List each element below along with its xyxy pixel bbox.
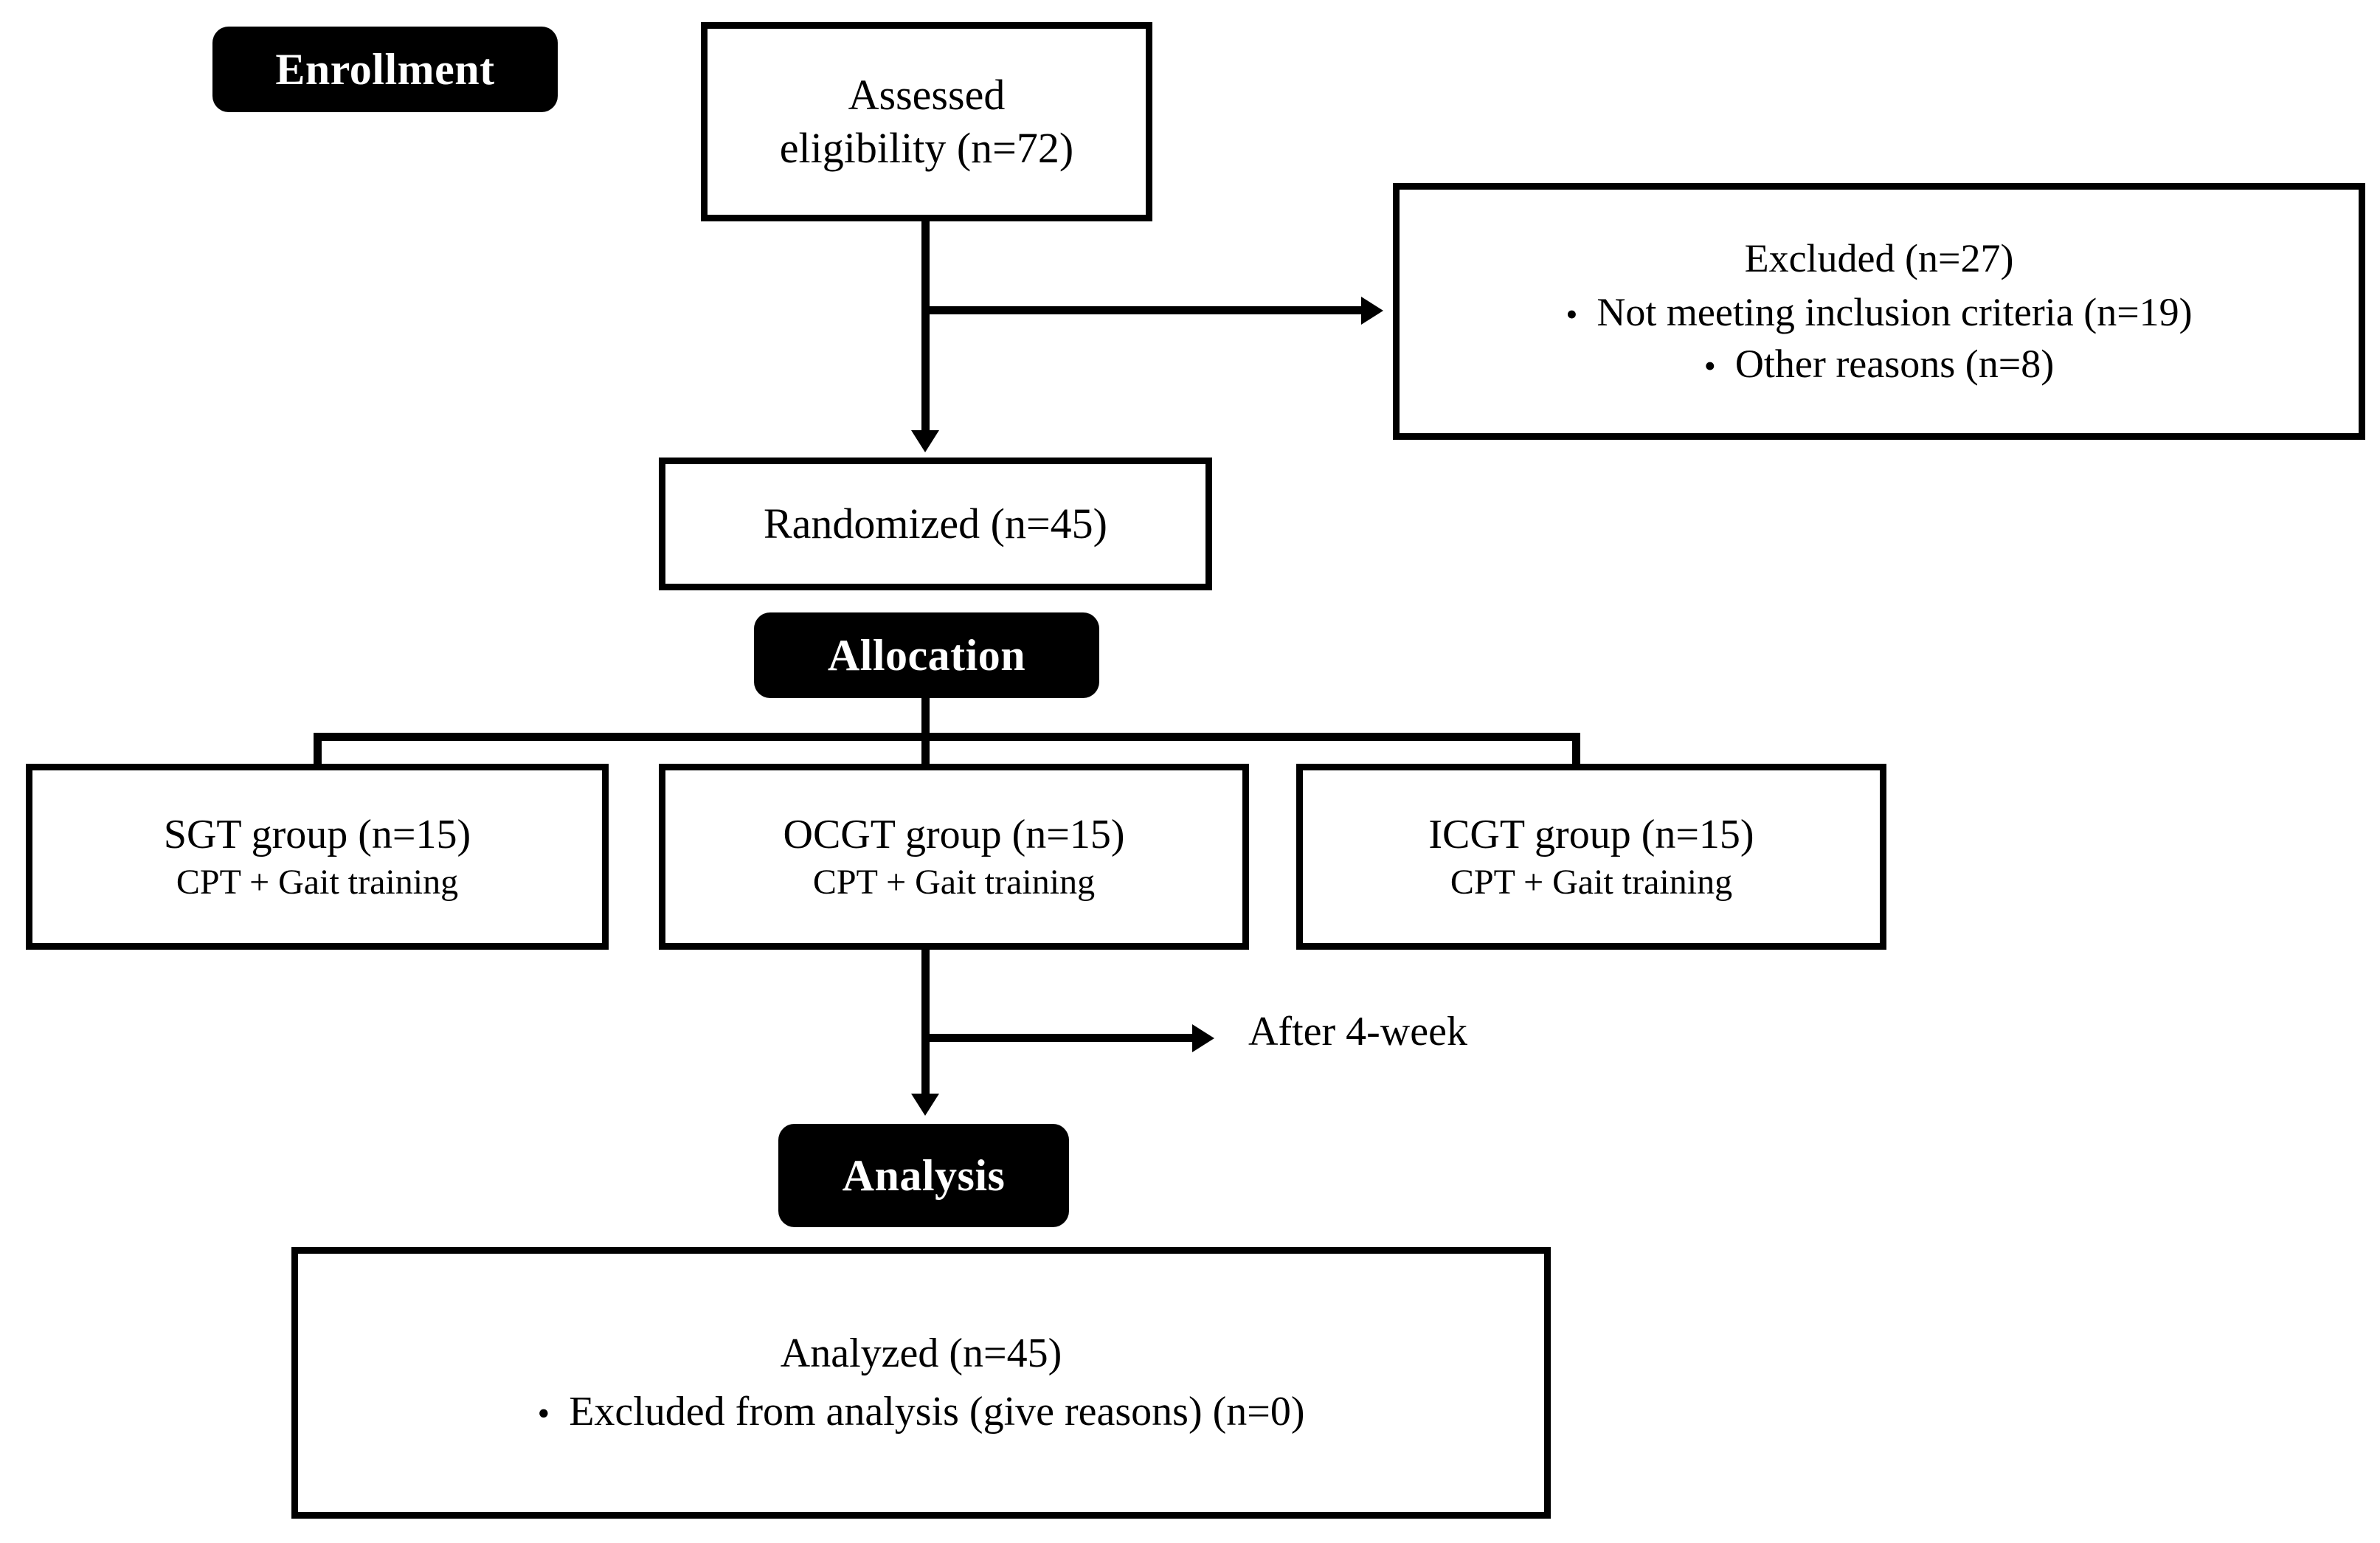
assessed-line-1: Assessed bbox=[848, 71, 1006, 120]
excluded-reason-2: Other reasons (n=8) bbox=[1734, 342, 2055, 387]
connector-allocation-stem bbox=[921, 698, 930, 739]
analyzed-note-1: Excluded from analysis (give reasons) (n… bbox=[569, 1389, 1305, 1435]
arrowhead-to-analysis bbox=[911, 1094, 939, 1116]
bullet-icon: • bbox=[1566, 294, 1578, 333]
phase-badge-allocation: Allocation bbox=[754, 612, 1099, 698]
connector-drop-sgt bbox=[314, 733, 322, 766]
randomized-label: Randomized (n=45) bbox=[764, 500, 1107, 548]
node-group-sgt: SGT group (n=15) CPT + Gait training bbox=[26, 764, 609, 950]
group-icgt-intervention: CPT + Gait training bbox=[1450, 862, 1733, 902]
phase-badge-analysis: Analysis bbox=[778, 1124, 1069, 1227]
arrowhead-to-excluded bbox=[1361, 297, 1383, 325]
excluded-heading: Excluded (n=27) bbox=[1744, 235, 2014, 280]
excluded-reason-row-2: • Other reasons (n=8) bbox=[1704, 339, 2054, 389]
node-assessed-eligibility: Assessed eligibility (n=72) bbox=[701, 22, 1152, 221]
connector-allocation-bus bbox=[314, 733, 1580, 741]
excluded-reason-1: Not meeting inclusion criteria (n=19) bbox=[1597, 289, 2193, 334]
analyzed-heading: Analyzed (n=45) bbox=[780, 1330, 1062, 1376]
group-sgt-name: SGT group (n=15) bbox=[163, 811, 471, 857]
assessed-line-2: eligibility (n=72) bbox=[779, 124, 1074, 172]
followup-label: After 4-week bbox=[1248, 1009, 1467, 1054]
analyzed-note-row-1: • Excluded from analysis (give reasons) … bbox=[538, 1387, 1305, 1437]
group-icgt-name: ICGT group (n=15) bbox=[1428, 811, 1754, 857]
bullet-icon: • bbox=[1703, 347, 1716, 385]
connector-ocgt-to-analysis bbox=[921, 950, 930, 1097]
connector-to-followup bbox=[921, 1034, 1195, 1042]
node-excluded: Excluded (n=27) • Not meeting inclusion … bbox=[1393, 183, 2365, 440]
group-ocgt-name: OCGT group (n=15) bbox=[783, 811, 1125, 857]
connector-drop-ocgt bbox=[921, 733, 930, 766]
arrowhead-to-followup bbox=[1192, 1024, 1214, 1052]
node-randomized: Randomized (n=45) bbox=[659, 458, 1212, 590]
node-group-icgt: ICGT group (n=15) CPT + Gait training bbox=[1296, 764, 1886, 950]
arrowhead-to-randomized bbox=[911, 430, 939, 452]
connector-drop-icgt bbox=[1572, 733, 1580, 766]
phase-badge-enrollment: Enrollment bbox=[212, 27, 558, 112]
group-sgt-intervention: CPT + Gait training bbox=[176, 862, 459, 902]
node-analyzed: Analyzed (n=45) • Excluded from analysis… bbox=[291, 1247, 1551, 1519]
connector-assessed-to-randomized bbox=[921, 221, 930, 432]
group-ocgt-intervention: CPT + Gait training bbox=[812, 862, 1096, 902]
node-group-ocgt: OCGT group (n=15) CPT + Gait training bbox=[659, 764, 1249, 950]
bullet-icon: • bbox=[537, 1395, 550, 1433]
connector-to-excluded bbox=[921, 306, 1364, 314]
excluded-reason-row-1: • Not meeting inclusion criteria (n=19) bbox=[1566, 288, 2192, 337]
